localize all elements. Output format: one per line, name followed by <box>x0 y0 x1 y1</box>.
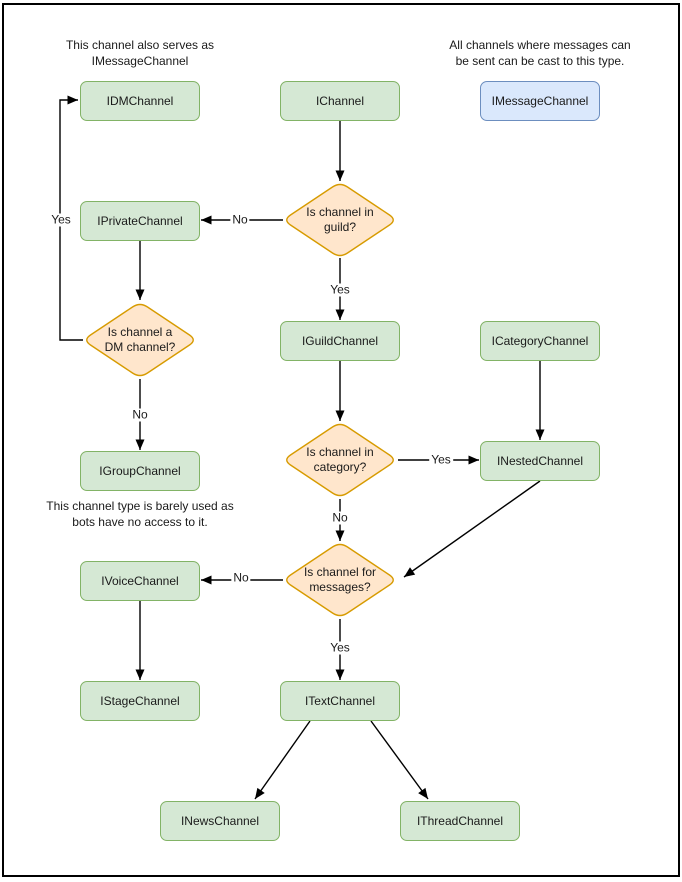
edge-label-dm-no: No <box>130 407 150 422</box>
node-imessagechannel: IMessageChannel <box>480 81 600 121</box>
node-inestedchannel: INestedChannel <box>480 441 600 481</box>
edge-label-messages-yes: Yes <box>328 640 352 655</box>
note-imessagechannel: All channels where messages can be sent … <box>449 38 631 68</box>
node-inewschannel: INewsChannel <box>160 801 280 841</box>
edge-label-category-yes: Yes <box>429 452 453 467</box>
decision-is-channel-a-dm: Is channel a DM channel? <box>104 325 176 354</box>
node-icategorychannel: ICategoryChannel <box>480 321 600 361</box>
edge-label-guild-yes: Yes <box>328 282 352 297</box>
decision-shape-is-channel-a-dm <box>86 303 194 377</box>
node-ithreadchannel: IThreadChannel <box>400 801 520 841</box>
node-igroupchannel: IGroupChannel <box>80 451 200 491</box>
edge-inestedchannel-to-messages-decision <box>403 480 541 578</box>
edge-itextchannel-to-ithreadchannel <box>370 720 429 800</box>
node-iguildchannel: IGuildChannel <box>280 321 400 361</box>
edge-label-messages-no: No <box>231 570 251 585</box>
node-ichannel: IChannel <box>280 81 400 121</box>
edge-label-dm-yes: Yes <box>49 212 73 227</box>
node-istagechannel: IStageChannel <box>80 681 200 721</box>
edge-label-category-no: No <box>330 510 350 525</box>
note-idmchannel: This channel also serves as IMessageChan… <box>65 38 215 68</box>
node-iprivatechannel: IPrivateChannel <box>80 201 200 241</box>
note-igroupchannel: This channel type is barely used as bots… <box>46 499 234 529</box>
decision-is-channel-in-guild: Is channel in guild? <box>306 205 374 234</box>
page-border <box>2 3 680 877</box>
decision-shape-is-channel-in-category <box>286 423 394 497</box>
decision-shape-is-channel-for-messages <box>286 543 394 617</box>
node-idmchannel: IDMChannel <box>80 81 200 121</box>
decision-is-channel-in-category: Is channel in category? <box>306 445 374 474</box>
node-ivoicechannel: IVoiceChannel <box>80 561 200 601</box>
edge-itextchannel-to-inewschannel <box>254 720 311 800</box>
decision-is-channel-for-messages: Is channel for messages? <box>303 565 377 594</box>
decision-shape-is-channel-in-guild <box>286 183 394 257</box>
node-itextchannel: ITextChannel <box>280 681 400 721</box>
edge-label-guild-no: No <box>230 212 250 227</box>
